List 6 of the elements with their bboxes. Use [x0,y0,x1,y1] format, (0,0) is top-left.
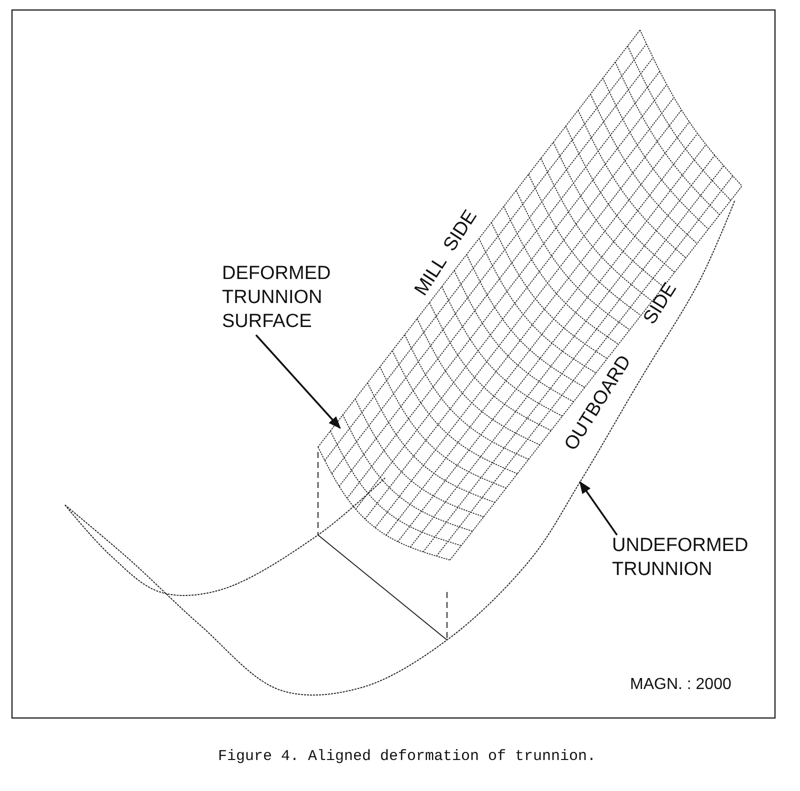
arrow [255,334,341,429]
figure-caption: Figure 4. Aligned deformation of trunnion. [218,748,596,765]
magnification-note: MAGN. : 2000 [630,676,732,694]
callout-text: DEFORMED TRUNNION SURFACE [222,262,352,334]
callout-text: UNDEFORMED TRUNNION [612,534,762,582]
arrow [579,480,618,536]
